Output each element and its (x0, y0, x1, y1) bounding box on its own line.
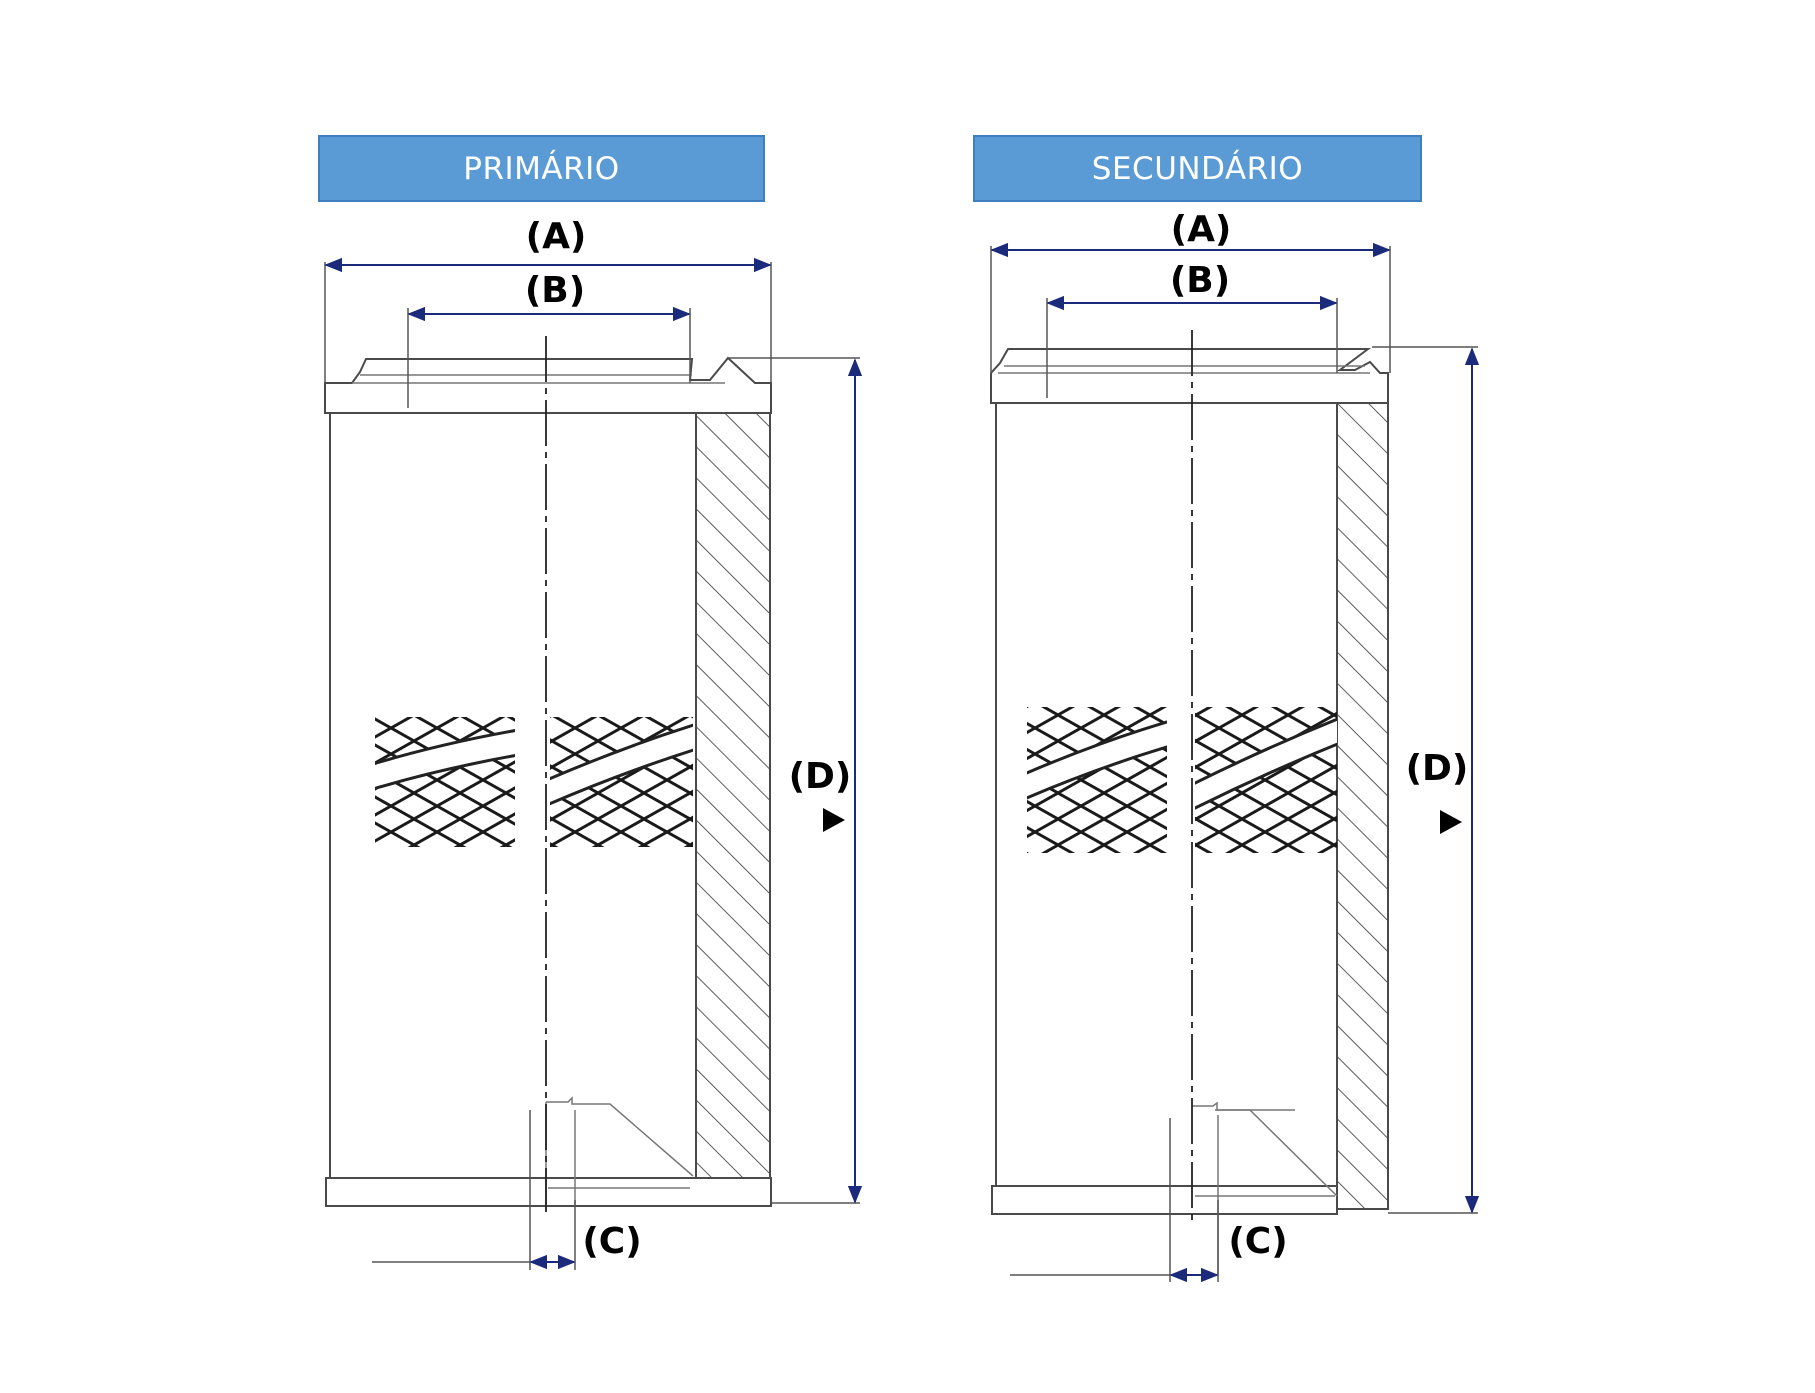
primary-mesh-left (375, 717, 515, 847)
primary-filter: (A) (B) (D) (C) (324, 216, 863, 1270)
primary-mesh-right (550, 717, 693, 847)
primary-top-cap (324, 356, 772, 414)
secondary-bottom-cap (991, 1185, 1338, 1215)
secondary-mesh-right (1195, 707, 1337, 853)
secondary-filter: (A) (B) (D) (C) (990, 209, 1480, 1283)
header-primario: PRIMÁRIO (318, 135, 765, 202)
primary-label-a: (A) (526, 216, 587, 257)
secondary-label-b: (B) (1170, 260, 1230, 301)
secondary-label-d: (D) (1406, 748, 1469, 789)
primary-label-b: (B) (525, 270, 585, 311)
secondary-label-a: (A) (1171, 209, 1232, 250)
header-secundario: SECUNDÁRIO (973, 135, 1422, 202)
primary-label-c: (C) (582, 1221, 641, 1262)
secondary-mesh-left (1027, 707, 1167, 853)
secondary-label-c: (C) (1228, 1221, 1287, 1262)
secondary-top-cap (990, 348, 1389, 404)
primary-bottom-cap (325, 1177, 772, 1207)
primary-label-d: (D) (789, 756, 852, 797)
secondary-d-arrow-icon (1440, 810, 1462, 834)
primary-hatched-wall (695, 412, 771, 1179)
secondary-hatched-wall (1336, 402, 1389, 1210)
primary-d-arrow-icon (823, 808, 845, 832)
